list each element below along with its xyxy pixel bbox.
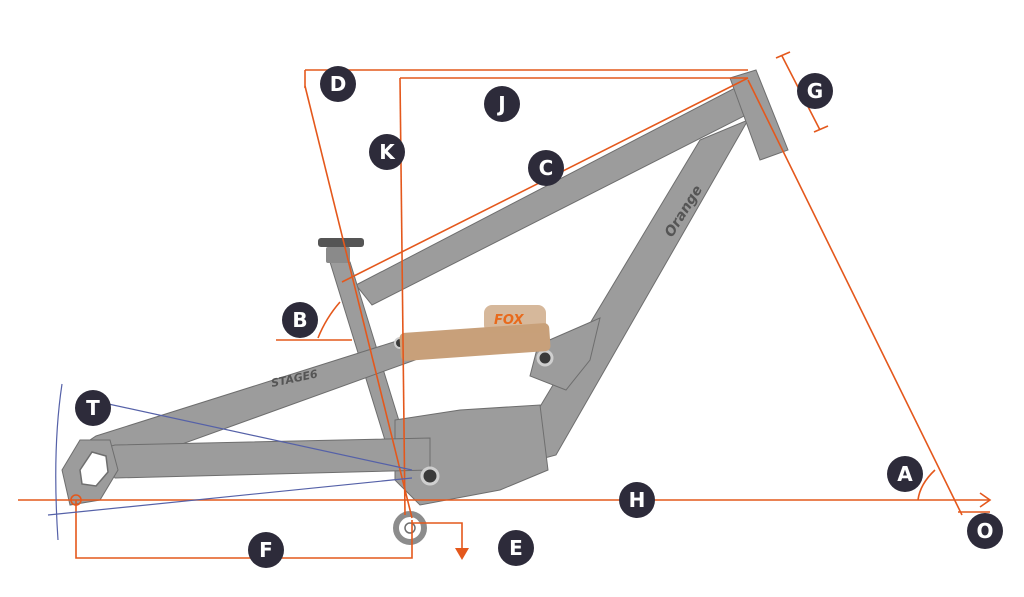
badge-a: A xyxy=(887,456,923,492)
svg-text:B: B xyxy=(292,308,307,332)
dropout-cutout xyxy=(79,451,109,487)
chainring xyxy=(393,511,427,545)
badge-b: B xyxy=(282,302,318,338)
bike-frame: STAGE6 Orange xyxy=(61,69,789,545)
badge-d: D xyxy=(320,66,356,102)
shock-brand-text: FOX xyxy=(494,313,524,328)
h-line-arrow xyxy=(979,492,992,508)
svg-text:H: H xyxy=(629,488,646,512)
e-line xyxy=(412,522,463,548)
t-line-lower xyxy=(47,477,413,516)
rear-axle-marker xyxy=(70,494,82,506)
badge-g: G xyxy=(797,73,833,109)
badge-o: O xyxy=(967,513,1003,549)
svg-text:G: G xyxy=(807,79,823,103)
t-arc xyxy=(55,383,63,541)
shock-mount xyxy=(529,317,601,391)
svg-text:C: C xyxy=(539,156,554,180)
badge-t: T xyxy=(75,390,111,426)
g-tick-2 xyxy=(813,125,829,133)
badge-k: K xyxy=(369,134,405,170)
svg-text:J: J xyxy=(496,92,505,116)
g-tick-1 xyxy=(775,51,791,59)
b-arc xyxy=(317,301,341,339)
svg-text:F: F xyxy=(259,538,273,562)
svg-text:A: A xyxy=(897,462,913,486)
a-arc xyxy=(917,469,936,501)
t-axis-lines xyxy=(47,383,413,541)
rear-shock: FOX xyxy=(399,305,551,361)
seat-clamp xyxy=(318,238,364,263)
badge-h: H xyxy=(619,482,655,518)
svg-text:T: T xyxy=(86,396,100,420)
main-pivot xyxy=(420,466,440,486)
shock-pivot-lower xyxy=(536,349,554,367)
svg-text:O: O xyxy=(976,519,993,543)
shock-reservoir xyxy=(484,305,546,333)
e-arrow xyxy=(455,548,469,560)
badge-j: J xyxy=(484,86,520,122)
badge-c: C xyxy=(528,150,564,186)
svg-text:D: D xyxy=(330,72,347,96)
svg-text:K: K xyxy=(379,140,396,164)
svg-text:E: E xyxy=(509,536,523,560)
t-line-upper xyxy=(89,399,413,471)
head-tube xyxy=(729,69,789,161)
badge-e: E xyxy=(498,530,534,566)
label-badges: D J K C G B T A H O F E xyxy=(75,66,1003,568)
head-angle-line xyxy=(747,79,963,516)
chain-stay xyxy=(95,437,431,479)
f-line xyxy=(75,500,413,559)
badge-f: F xyxy=(248,532,284,568)
seat-angle-line xyxy=(304,85,413,519)
